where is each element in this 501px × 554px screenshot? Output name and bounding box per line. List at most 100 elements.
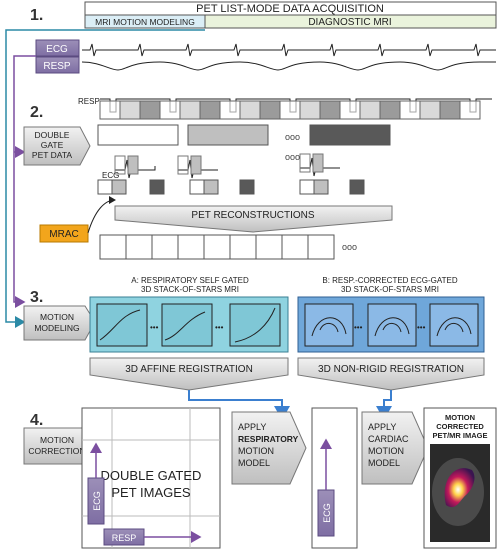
apply-resp-3: MOTION <box>238 446 274 456</box>
apply-card-1: APPLY <box>368 422 396 432</box>
final-line3: PET/MR IMAGE <box>432 431 487 440</box>
mrac-tag <box>39 224 89 243</box>
recon-cell <box>99 234 127 260</box>
gate-bin <box>439 100 461 120</box>
gate-bin <box>419 100 441 120</box>
panel-b-title-2: 3D STACK-OF-STARS MRI <box>341 285 439 294</box>
gate-bin <box>99 100 121 120</box>
gate-bin <box>219 100 241 120</box>
diagnostic-mri-bar <box>204 14 497 29</box>
resp-bin-ellipsis: ooo <box>285 132 300 142</box>
apply-cardiac-model-arrow <box>361 411 429 485</box>
resp-model-connector <box>188 390 290 420</box>
step-3-label: 3. <box>30 289 43 306</box>
gate-bin <box>459 100 481 120</box>
double-gated-line1: DOUBLE GATED <box>101 468 202 483</box>
ecg-tag <box>35 39 80 57</box>
ecg-intermediate-label: ECG <box>322 503 332 523</box>
recon-cell <box>307 234 335 260</box>
ecg-vertical-label: ECG <box>92 491 102 511</box>
recon-cell <box>151 234 179 260</box>
recon-grid <box>99 234 335 260</box>
resp-bin-1 <box>97 124 179 146</box>
gate-bin <box>379 100 401 120</box>
resp-tag-label: RESP <box>43 61 71 72</box>
resp-tag <box>35 56 80 74</box>
panel-a-ellipsis-2: ••• <box>215 323 224 332</box>
cardiac-model-connector <box>376 390 392 420</box>
gate-bin <box>179 100 201 120</box>
resp-bin-3 <box>309 124 391 146</box>
final-line1: MOTION <box>445 413 475 422</box>
ecg-tag-label: ECG <box>46 44 68 55</box>
step-1-label: 1. <box>30 7 43 24</box>
panel-a-ellipsis-1: ••• <box>150 323 159 332</box>
apply-resp-model-arrow <box>231 411 307 485</box>
panel-a-title-2: 3D STACK-OF-STARS MRI <box>141 285 239 294</box>
apply-card-2: CARDIAC <box>368 434 409 444</box>
apply-card-4: MODEL <box>368 458 400 468</box>
step-4-label: 4. <box>30 412 43 429</box>
gate-bin <box>279 100 301 120</box>
recon-cell <box>229 234 257 260</box>
panel-b-title-1: B: RESP.-CORRECTED ECG-GATED <box>322 276 458 285</box>
apply-resp-4: MODEL <box>238 458 270 468</box>
gate-bin <box>239 100 261 120</box>
double-gate-line1: DOUBLE <box>35 130 70 140</box>
affine-registration-arrow <box>89 357 289 391</box>
gate-bin <box>339 100 361 120</box>
panel-b-ellipsis-2: ••• <box>417 323 426 332</box>
resp-waveform <box>81 61 496 71</box>
pet-acquisition-title: PET LIST-MODE DATA ACQUISITION <box>196 3 384 15</box>
final-line2: CORRECTED <box>436 422 484 431</box>
ecg-bins <box>97 179 365 195</box>
double-gate-line3: PET DATA <box>32 150 72 160</box>
mri-motion-modeling-label: MRI MOTION MODELING <box>95 17 195 27</box>
gate-bin <box>159 100 181 120</box>
diagnostic-mri-label: DIAGNOSTIC MRI <box>308 17 391 28</box>
double-gate-arrow <box>23 126 91 166</box>
purple-connector-line <box>13 55 36 308</box>
ecg-waveform <box>82 43 496 57</box>
gate-bin <box>319 100 341 120</box>
double-gate-line2: GATE <box>41 140 64 150</box>
recon-cell <box>125 234 153 260</box>
affine-registration-label: 3D AFFINE REGISTRATION <box>125 364 253 375</box>
gate-bin <box>199 100 221 120</box>
motion-modeling-line1: MOTION <box>40 312 74 322</box>
motion-correction-line1: MOTION <box>40 435 74 445</box>
apply-resp-1: APPLY <box>238 422 266 432</box>
recon-ellipsis: ooo <box>342 242 357 252</box>
resp-bin-2 <box>187 124 269 146</box>
ecg-bin-ellipsis: ooo <box>285 152 300 162</box>
step-2-label: 2. <box>30 104 43 121</box>
recon-cell <box>255 234 283 260</box>
apply-resp-2: RESPIRATORY <box>238 434 299 444</box>
mrac-arrow <box>87 196 116 234</box>
gate-bin <box>259 100 281 120</box>
apply-card-3: MOTION <box>368 446 404 456</box>
panel-a-images <box>96 303 281 347</box>
gate-bin <box>299 100 321 120</box>
recon-cell <box>281 234 309 260</box>
recon-cell <box>203 234 231 260</box>
resp-step4-label: RESP <box>112 533 137 543</box>
pet-recon-arrow <box>114 205 393 233</box>
double-gated-images-box <box>81 407 221 549</box>
ecg-subwave-group <box>114 153 340 179</box>
recon-cell <box>177 234 205 260</box>
double-gated-line2: PET IMAGES <box>111 485 191 500</box>
gate-bin <box>139 100 161 120</box>
motion-modeling-line2: MODELING <box>34 323 79 333</box>
nonrigid-registration-label: 3D NON-RIGID REGISTRATION <box>318 364 464 375</box>
heart-uptake <box>444 468 475 508</box>
panel-b-ellipsis-1: ••• <box>354 323 363 332</box>
panel-a-title-1: A: RESPIRATORY SELF GATED <box>131 276 249 285</box>
gated-image-grid <box>82 408 220 548</box>
motion-correction-line2: CORRECTION <box>28 446 85 456</box>
pet-recon-label: PET RECONSTRUCTIONS <box>191 210 314 221</box>
gate-bin <box>399 100 421 120</box>
ecg-gating-label: ECG <box>102 171 119 180</box>
panel-b-images <box>304 303 479 347</box>
